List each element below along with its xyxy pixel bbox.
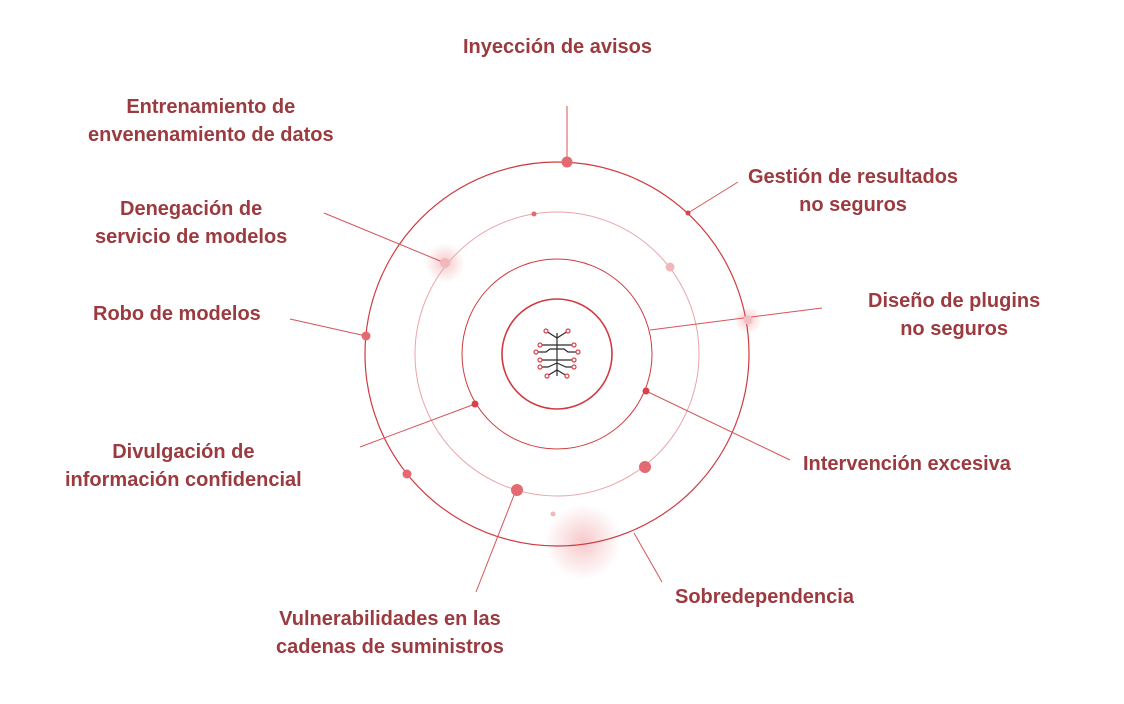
label-overreliance: Sobredependencia — [675, 586, 854, 608]
core-ring — [501, 298, 613, 410]
connector-model-theft — [289, 318, 367, 337]
middle-ring — [414, 211, 700, 497]
dot — [639, 461, 651, 473]
dot — [685, 210, 691, 216]
label-supply-chain-vulnerabilities: Vulnerabilidades en las cadenas de sumin… — [276, 608, 504, 658]
label-model-denial-of-service: Denegación de servicio de modelos — [95, 198, 288, 248]
glow-bottom — [545, 504, 621, 580]
inner-ring — [461, 258, 653, 450]
dot — [743, 315, 753, 325]
connector-supply-chain — [475, 489, 517, 593]
circuit-tree-icon — [533, 328, 581, 379]
dot — [561, 156, 573, 168]
dot — [471, 400, 479, 408]
connector-insecure-output — [687, 181, 739, 214]
label-excessive-agency: Intervención excesiva — [803, 453, 1011, 475]
label-insecure-plugin-design: Diseño de plugins no seguros — [868, 290, 1041, 340]
label-model-theft: Robo de modelos — [93, 303, 261, 325]
dot — [511, 484, 523, 496]
dot — [361, 331, 371, 341]
connector-lines — [289, 106, 823, 593]
connector-excessive-agency — [645, 390, 791, 461]
dot — [550, 511, 556, 517]
dot — [642, 387, 650, 395]
label-sensitive-information-disclosure: Divulgación de información confidencial — [65, 441, 302, 491]
label-training-data-poisoning: Entrenamiento de envenenamiento de datos — [88, 96, 334, 146]
dot — [531, 211, 537, 217]
outer-ring — [364, 161, 750, 547]
dot — [402, 469, 412, 479]
connector-insecure-plugins — [649, 307, 823, 331]
orbit-dots — [361, 156, 753, 517]
dot — [440, 258, 450, 268]
dot — [665, 262, 675, 272]
connector-model-dos — [323, 212, 446, 264]
label-prompt-injection: Inyección de avisos — [463, 36, 652, 58]
label-insecure-output-handling: Gestión de resultados no seguros — [748, 166, 959, 216]
connector-overreliance — [633, 532, 663, 583]
connector-info-disclosure — [359, 403, 476, 448]
